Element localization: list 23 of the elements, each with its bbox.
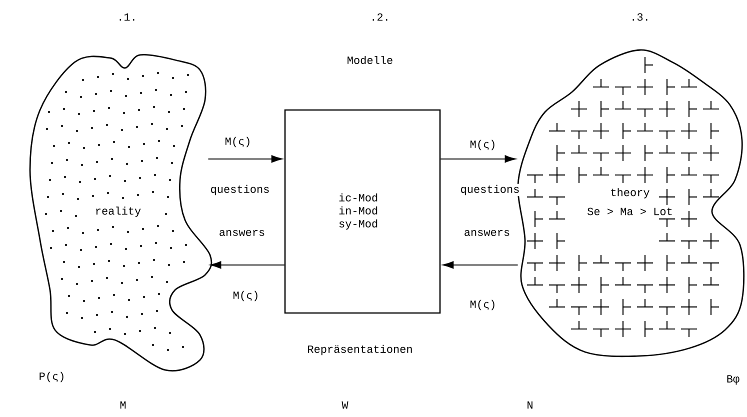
flow-label: W: [340, 400, 350, 410]
flow-label: questions: [459, 184, 521, 196]
caption-text: .3.: [632, 13, 648, 21]
flow-label: N: [526, 400, 534, 410]
edge-label: M(ς): [470, 300, 494, 310]
reality-blob: reality: [29, 54, 212, 372]
arrow: [442, 261, 518, 269]
edge-label: M(ς): [234, 290, 258, 302]
caption-text: Modelle: [348, 56, 392, 64]
edge-label: M(ς): [470, 140, 494, 150]
edge-label: M(ς): [226, 136, 250, 148]
flow-label: answers: [462, 228, 512, 237]
caption-text: .1.: [120, 13, 134, 21]
arrow: [210, 261, 285, 269]
caption-text: Repräsentationen: [308, 344, 412, 356]
caption-text: Bφ: [727, 375, 740, 385]
arrow: [208, 155, 283, 163]
caption-text: M: [120, 401, 126, 409]
flow-label: answers: [218, 228, 266, 237]
arrow: [440, 155, 516, 163]
caption-text: P(ς): [40, 372, 64, 382]
model-box: ic-Mod in-Mod sy-Mod: [284, 109, 441, 314]
caption-text: .2.: [372, 13, 388, 21]
